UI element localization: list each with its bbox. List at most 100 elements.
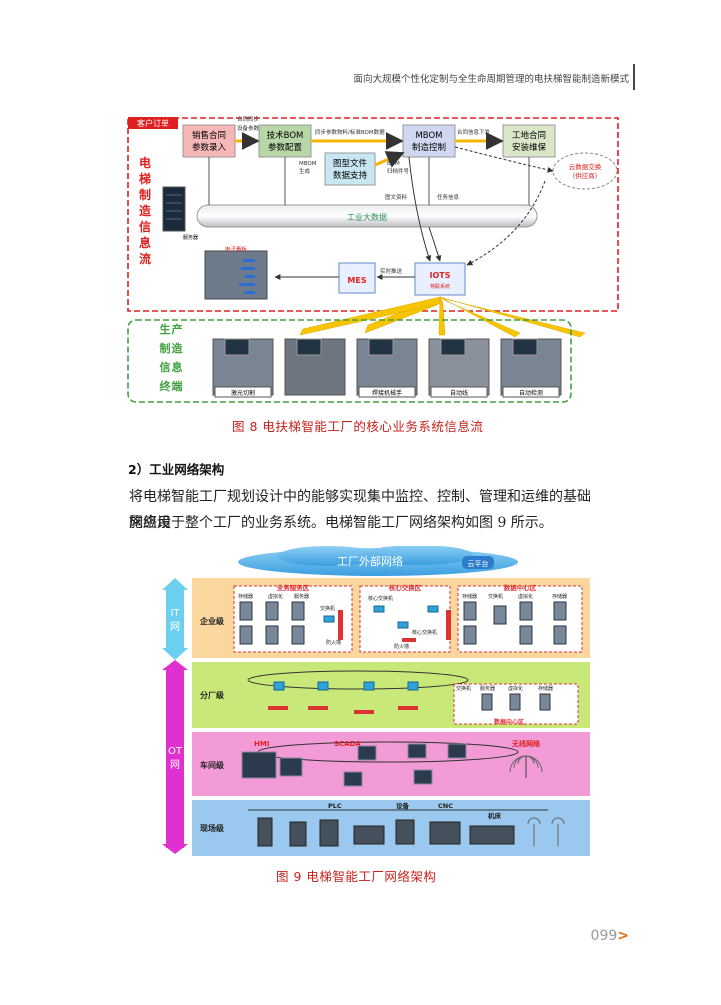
svg-text:CNC: CNC bbox=[438, 802, 453, 810]
ot-network-bar bbox=[166, 668, 184, 848]
svg-text:网: 网 bbox=[170, 759, 180, 771]
left-label-char: 流 bbox=[139, 251, 151, 266]
svg-text:虚拟化: 虚拟化 bbox=[268, 593, 283, 600]
bottom-label-char: 制 bbox=[160, 341, 171, 355]
svg-text:交换机: 交换机 bbox=[320, 605, 335, 612]
flow-label: BOM bbox=[387, 161, 400, 167]
flow-label: 设备参数 bbox=[237, 124, 260, 132]
left-label-char: 制 bbox=[139, 187, 151, 202]
svg-text:存储器: 存储器 bbox=[462, 593, 477, 600]
svg-text:自动检测: 自动检测 bbox=[519, 389, 543, 397]
svg-text:工厂外部网络: 工厂外部网络 bbox=[337, 554, 403, 568]
bottom-label-char: 产 bbox=[172, 322, 183, 336]
flow-label: MBOM bbox=[299, 161, 317, 167]
branch-datacenter bbox=[453, 683, 579, 725]
left-label-char: 信 bbox=[139, 219, 151, 234]
server-rack-icon bbox=[162, 186, 186, 232]
svg-text:安装维保: 安装维保 bbox=[512, 142, 547, 153]
svg-text:云数据交换: 云数据交换 bbox=[569, 162, 602, 171]
cloud-exchange bbox=[552, 152, 618, 190]
external-network-cloud bbox=[238, 546, 518, 576]
customer-order-label: 客户订单 bbox=[137, 118, 169, 128]
svg-text:云平台: 云平台 bbox=[468, 559, 489, 568]
level-field bbox=[192, 800, 590, 856]
mbom-box bbox=[402, 124, 456, 158]
tech-bom-box bbox=[258, 124, 312, 158]
svg-text:防火墙: 防火墙 bbox=[326, 639, 341, 646]
bottom-label-char: 造 bbox=[172, 341, 184, 355]
svg-text:机床: 机床 bbox=[488, 811, 502, 820]
svg-text:虚拟化: 虚拟化 bbox=[518, 593, 533, 600]
svg-text:虚拟化: 虚拟化 bbox=[508, 685, 523, 692]
svg-text:服务器: 服务器 bbox=[183, 234, 198, 241]
svg-text:防火墙: 防火墙 bbox=[394, 643, 409, 650]
flow-label: 实时推送 bbox=[380, 267, 403, 275]
terminal-frame bbox=[127, 319, 572, 403]
bottom-label-char: 息 bbox=[172, 360, 183, 374]
svg-text:制造控制: 制造控制 bbox=[412, 142, 446, 153]
svg-text:销售合同: 销售合同 bbox=[192, 130, 226, 141]
svg-text:企业级: 企业级 bbox=[199, 616, 225, 626]
svg-text:车间级: 车间级 bbox=[200, 760, 225, 770]
drawing-data-box bbox=[324, 152, 376, 186]
flow-label: 合同同步 bbox=[237, 115, 260, 123]
svg-text:分厂级: 分厂级 bbox=[200, 690, 225, 700]
info-flow-frame bbox=[127, 117, 619, 312]
svg-text:存储器: 存储器 bbox=[238, 593, 253, 600]
svg-text:核心交换区: 核心交换区 bbox=[389, 583, 422, 592]
svg-text:设备: 设备 bbox=[396, 801, 410, 810]
svg-text:参数录入: 参数录入 bbox=[192, 142, 227, 153]
left-label-char: 电 bbox=[139, 155, 151, 170]
flow-label: 同步参数物料/标准BOM数据 bbox=[315, 128, 385, 136]
bottom-label-char: 端 bbox=[172, 379, 183, 393]
left-label-char: 造 bbox=[139, 203, 152, 218]
svg-text:IOTS: IOTS bbox=[430, 271, 451, 280]
page-number: 099> bbox=[591, 928, 629, 944]
mes-window bbox=[338, 262, 376, 294]
svg-text:业务服务区: 业务服务区 bbox=[277, 583, 310, 592]
svg-text:图型文件: 图型文件 bbox=[333, 158, 368, 169]
svg-text:交换机: 交换机 bbox=[488, 593, 503, 600]
svg-text:核心交换机: 核心交换机 bbox=[368, 595, 393, 602]
left-label-char: 梯 bbox=[139, 171, 151, 186]
electronic-kanban bbox=[204, 250, 268, 300]
svg-text:数据中心区: 数据中心区 bbox=[504, 583, 537, 592]
svg-text:工地合同: 工地合同 bbox=[512, 130, 546, 141]
svg-text:无线网络: 无线网络 bbox=[511, 739, 540, 748]
flow-label: 归档件号 bbox=[387, 167, 410, 175]
svg-text:焊接机械手: 焊接机械手 bbox=[372, 389, 402, 397]
figure-9-caption: 图 9 电梯智能工厂网络架构 bbox=[276, 869, 437, 884]
it-network-bar bbox=[166, 586, 184, 652]
svg-text:自动线: 自动线 bbox=[450, 389, 468, 397]
svg-text:激光切割: 激光切割 bbox=[231, 389, 255, 397]
svg-text:MBOM: MBOM bbox=[415, 131, 442, 141]
svg-text:技术BOM: 技术BOM bbox=[267, 130, 304, 141]
body-line: 施应用于整个工厂的业务系统。电梯智能工厂网络架构如图 9 所示。 bbox=[129, 515, 553, 531]
sales-contract-box bbox=[182, 124, 236, 158]
iots-window bbox=[414, 262, 466, 296]
figure-8-info-flow: 客户订单 电 梯 制 造 信 息 流 销售合同 参数录入 技术BOM 参数配置 … bbox=[127, 115, 619, 403]
flow-label: 生成 bbox=[299, 167, 311, 175]
flow-label: 图文资料 bbox=[385, 193, 408, 201]
svg-text:HMI: HMI bbox=[254, 740, 269, 748]
svg-text:电子看板: 电子看板 bbox=[225, 245, 248, 253]
header-divider bbox=[633, 64, 635, 90]
svg-text:核心交换机: 核心交换机 bbox=[412, 629, 437, 636]
flow-label: 合同信息下发 bbox=[457, 128, 491, 136]
customer-order-tag bbox=[128, 117, 178, 129]
svg-text:交换机: 交换机 bbox=[456, 685, 471, 692]
svg-text:SCADA: SCADA bbox=[334, 740, 361, 748]
bottom-label-char: 生 bbox=[160, 322, 171, 336]
page-arrow-icon: > bbox=[617, 928, 629, 944]
svg-text:MES: MES bbox=[347, 276, 366, 285]
svg-text:PLC: PLC bbox=[328, 802, 342, 810]
section-heading: 2）工业网络架构 bbox=[128, 462, 225, 477]
page-number-text: 099 bbox=[590, 928, 618, 944]
svg-text:（供应商）: （供应商） bbox=[569, 171, 602, 180]
bottom-label-char: 终 bbox=[160, 379, 172, 393]
svg-text:工业大数据: 工业大数据 bbox=[347, 212, 387, 222]
figure-9-network: 工厂外部网络 云平台 IT 网 OT 网 企业级 分厂级 车间级 现场级 业务服… bbox=[162, 546, 590, 856]
svg-text:存储器: 存储器 bbox=[538, 685, 553, 692]
svg-text:存储器: 存储器 bbox=[552, 593, 567, 600]
svg-text:服务器: 服务器 bbox=[480, 685, 495, 692]
